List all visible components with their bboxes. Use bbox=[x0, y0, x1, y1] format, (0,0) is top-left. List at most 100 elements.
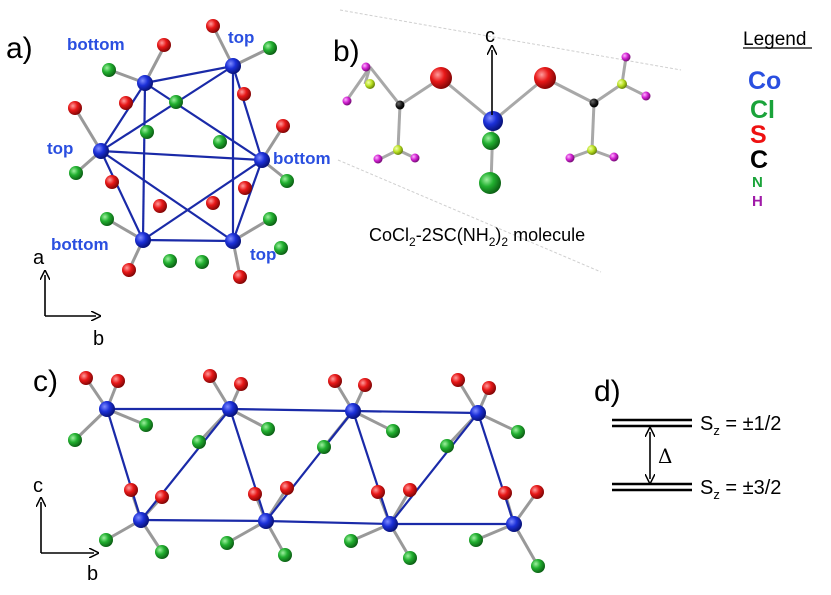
s-atom bbox=[157, 38, 171, 52]
plane-edge bbox=[337, 159, 602, 273]
cl-atom bbox=[263, 41, 277, 55]
co-atom bbox=[225, 58, 241, 74]
s-atom bbox=[276, 119, 290, 133]
axis-c-label-c: c bbox=[33, 475, 43, 497]
s-atom bbox=[530, 485, 544, 499]
h-atom bbox=[373, 154, 383, 164]
s-atom bbox=[403, 483, 417, 497]
s-atom bbox=[206, 19, 220, 33]
legend-cl: Cl bbox=[750, 96, 775, 124]
co-atom bbox=[225, 233, 241, 249]
cl-atom bbox=[139, 418, 153, 432]
s-atom bbox=[234, 377, 248, 391]
panel-d: d) Δ Sz = ±1/2 Sz = ±3/2 bbox=[594, 375, 781, 502]
legend-n: N bbox=[752, 174, 763, 191]
s-atom bbox=[122, 263, 136, 277]
n-atom bbox=[617, 79, 627, 89]
s-atom bbox=[371, 485, 385, 499]
co-atom bbox=[135, 232, 151, 248]
s-atom bbox=[498, 486, 512, 500]
s-atom bbox=[430, 67, 452, 89]
co-atom bbox=[382, 516, 398, 532]
energy-level-upper bbox=[612, 418, 692, 428]
panel-a: a) bbox=[6, 19, 331, 350]
plane-edge bbox=[339, 9, 682, 71]
s-atom bbox=[280, 481, 294, 495]
cl-atom bbox=[531, 559, 545, 573]
cl-atom bbox=[195, 255, 209, 269]
legend-co: Co bbox=[748, 67, 781, 95]
s-atom bbox=[111, 374, 125, 388]
cl-atom bbox=[511, 425, 525, 439]
s-atom bbox=[237, 87, 251, 101]
site-label-bottom: bottom bbox=[67, 35, 125, 54]
cl-atom bbox=[280, 174, 294, 188]
co-atom bbox=[470, 405, 486, 421]
cl-atom bbox=[100, 212, 114, 226]
s-atom bbox=[68, 101, 82, 115]
cl-atom bbox=[263, 212, 277, 226]
cl-atom bbox=[440, 439, 454, 453]
c-atom bbox=[589, 98, 599, 108]
panel-c: c) bbox=[33, 365, 545, 585]
co-atom bbox=[222, 401, 238, 417]
co-atom bbox=[93, 143, 109, 159]
molecule-caption: CoCl2-2SC(NH2)2 molecule bbox=[369, 225, 585, 249]
site-label-bottom: bottom bbox=[273, 149, 331, 168]
n-atom bbox=[365, 79, 375, 89]
co-atom bbox=[133, 512, 149, 528]
cl-atom bbox=[102, 63, 116, 77]
delta-label: Δ bbox=[658, 444, 672, 468]
cl-atom bbox=[155, 545, 169, 559]
cl-atom bbox=[169, 95, 183, 109]
co-atom bbox=[137, 75, 153, 91]
energy-level-lower bbox=[612, 482, 692, 492]
panel-c-atoms bbox=[68, 369, 545, 573]
cl-atom bbox=[386, 424, 400, 438]
co-atom bbox=[483, 111, 503, 131]
h-atom bbox=[410, 153, 420, 163]
cl-atom bbox=[479, 172, 501, 194]
s-atom bbox=[358, 378, 372, 392]
cl-atom bbox=[192, 435, 206, 449]
panel-b: b) bbox=[333, 9, 682, 273]
n-atom bbox=[587, 145, 597, 155]
site-label-top: top bbox=[250, 245, 276, 264]
s-atom bbox=[124, 483, 138, 497]
cl-atom bbox=[68, 433, 82, 447]
h-atom bbox=[565, 153, 575, 163]
cl-atom bbox=[344, 534, 358, 548]
s-atom bbox=[451, 373, 465, 387]
s-atom bbox=[206, 196, 220, 210]
panel-a-label: a) bbox=[6, 32, 33, 65]
site-label-top: top bbox=[47, 139, 73, 158]
h-atom bbox=[609, 152, 619, 162]
panel-c-axes bbox=[41, 502, 94, 553]
s-atom bbox=[79, 371, 93, 385]
n-atom bbox=[393, 145, 403, 155]
s-atom bbox=[534, 67, 556, 89]
s-atom bbox=[233, 270, 247, 284]
co-atom bbox=[506, 516, 522, 532]
level-label-lower: Sz = ±3/2 bbox=[700, 477, 781, 502]
site-label-top: top bbox=[228, 28, 254, 47]
site-label-bottom: bottom bbox=[51, 235, 109, 254]
cl-atom bbox=[140, 125, 154, 139]
co-atom bbox=[254, 152, 270, 168]
axis-a-label: a bbox=[33, 247, 45, 269]
panel-c-co-bonds bbox=[105, 406, 516, 527]
s-atom bbox=[238, 181, 252, 195]
co-atom bbox=[345, 403, 361, 419]
panel-a-atoms bbox=[68, 19, 294, 284]
cl-atom bbox=[99, 533, 113, 547]
level-label-upper: Sz = ±1/2 bbox=[700, 413, 781, 438]
s-atom bbox=[153, 199, 167, 213]
cl-atom bbox=[278, 548, 292, 562]
legend-c: C bbox=[750, 146, 768, 174]
h-atom bbox=[641, 91, 651, 101]
cl-atom bbox=[213, 135, 227, 149]
cl-atom bbox=[261, 422, 275, 436]
s-atom bbox=[482, 381, 496, 395]
